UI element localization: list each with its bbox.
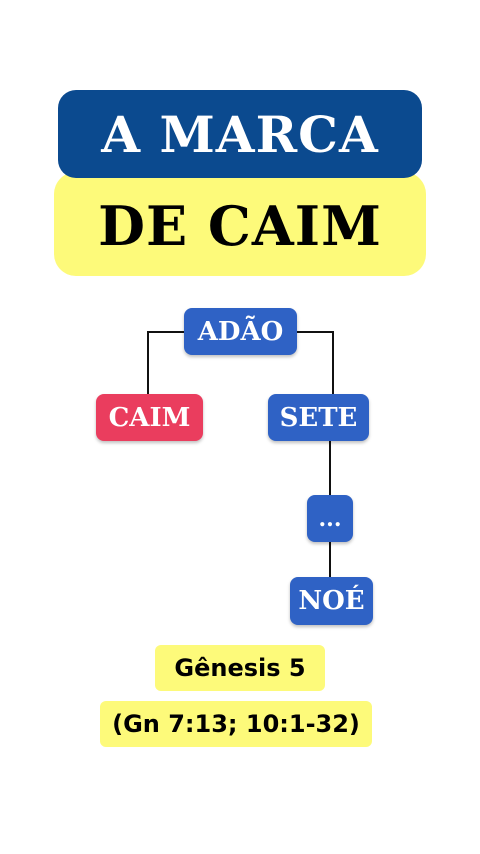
node-ellipsis-label: ... (318, 505, 342, 532)
node-caim: CAIM (96, 394, 203, 441)
title-line-1: A MARCA (58, 90, 422, 178)
node-ellipsis: ... (307, 495, 353, 542)
title-line-2: DE CAIM (54, 172, 426, 276)
reference-gn-verses: (Gn 7:13; 10:1-32) (100, 701, 372, 747)
node-adao-label: ADÃO (197, 316, 284, 347)
node-caim-label: CAIM (108, 402, 191, 433)
reference-gn-verses-text: (Gn 7:13; 10:1-32) (112, 710, 360, 738)
node-noe-label: NOÉ (298, 586, 365, 616)
node-adao: ADÃO (184, 308, 297, 355)
reference-genesis-5: Gênesis 5 (155, 645, 325, 691)
node-sete: SETE (268, 394, 369, 441)
title-line-2-text: DE CAIM (98, 194, 382, 258)
node-noe: NOÉ (290, 577, 373, 625)
connector-to-caim (147, 331, 149, 394)
connector-to-sete (332, 331, 334, 394)
title-line-1-text: A MARCA (101, 104, 379, 164)
node-sete-label: SETE (279, 402, 358, 433)
reference-genesis-5-text: Gênesis 5 (174, 654, 306, 682)
